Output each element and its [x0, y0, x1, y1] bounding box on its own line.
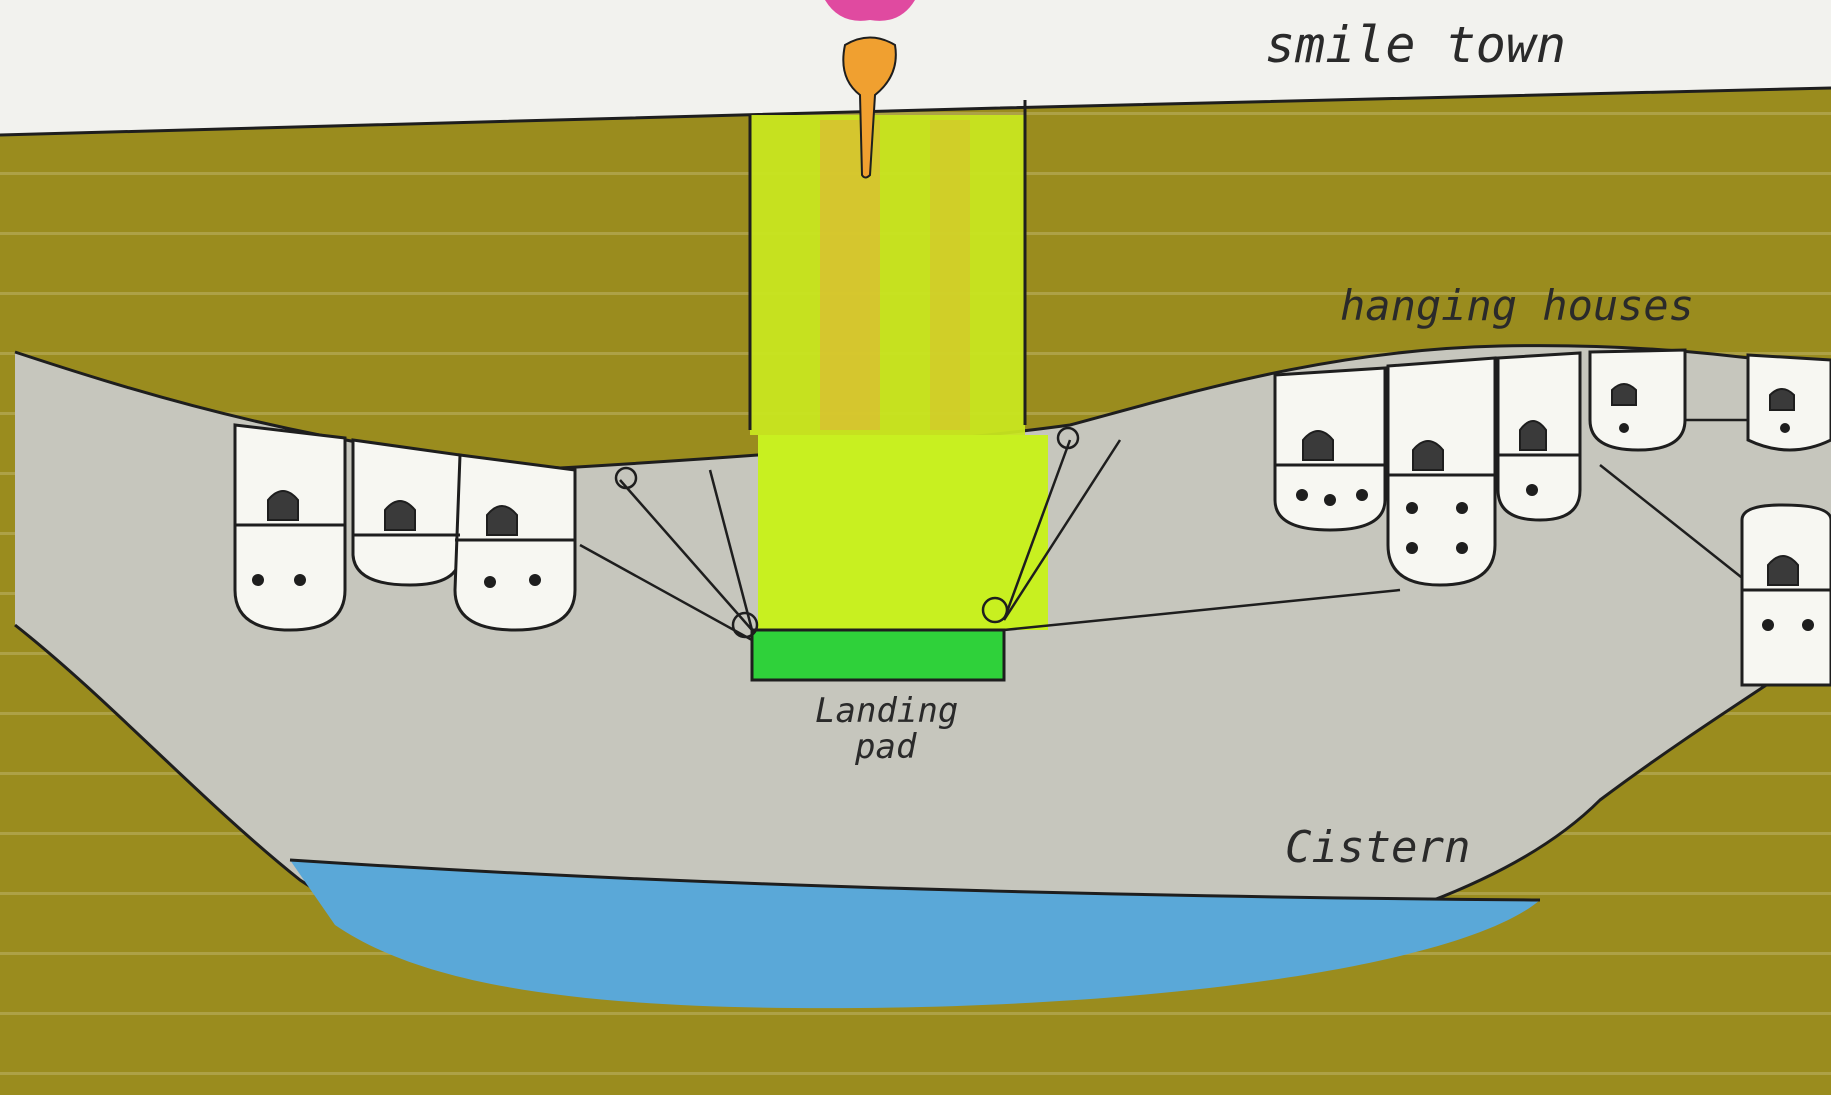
hanging-houses-label: hanging houses	[1340, 281, 1694, 330]
landing-pad-label-line1: Landing	[815, 691, 958, 731]
landing-pad-label-line2: pad	[854, 727, 917, 767]
pad-light-column	[758, 435, 1048, 630]
town-label: smile town	[1265, 16, 1566, 74]
landing-pad	[752, 630, 1004, 680]
cistern-label: Cistern	[1285, 822, 1470, 873]
shaft-orange-stripe	[930, 120, 970, 430]
access-shaft	[750, 115, 1025, 435]
